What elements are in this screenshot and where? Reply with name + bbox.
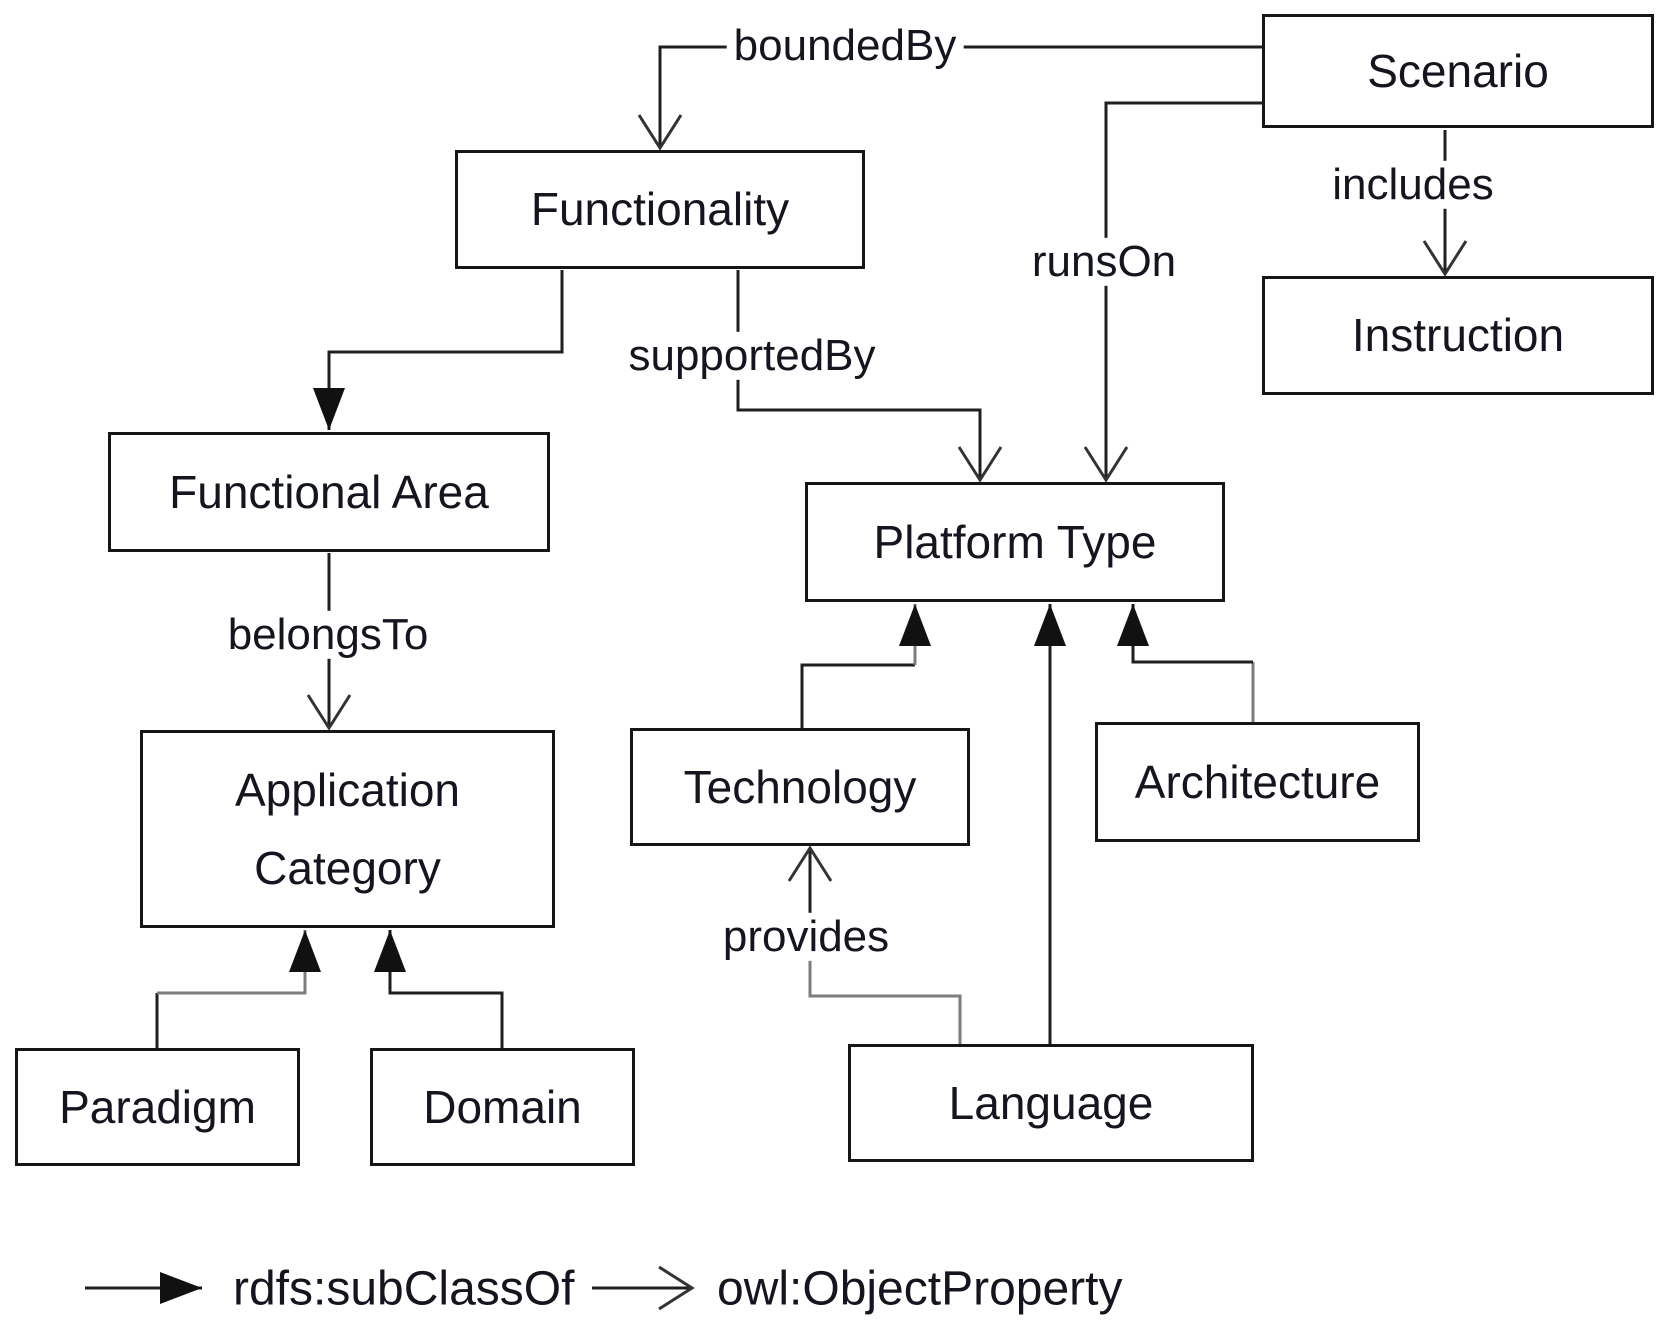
edge-functionality-functionalarea bbox=[313, 270, 564, 430]
node-instruction: Instruction bbox=[1262, 276, 1654, 395]
edge-label-provides: provides bbox=[715, 912, 897, 962]
edge-boundedby bbox=[637, 45, 1262, 151]
edge-runson bbox=[1083, 101, 1262, 483]
edge-paradigm-appcategory bbox=[157, 930, 321, 995]
node-domain: Domain bbox=[370, 1048, 635, 1166]
edge-provides-elbow bbox=[808, 958, 962, 1044]
node-architecture: Architecture bbox=[1095, 722, 1420, 842]
legend-label-objectproperty: owl:ObjectProperty bbox=[717, 1262, 1123, 1316]
node-language: Language bbox=[848, 1044, 1254, 1162]
node-paradigm: Paradigm bbox=[15, 1048, 300, 1166]
legend-label-subclassof: rdfs:subClassOf bbox=[233, 1262, 575, 1316]
edge-label-includes: includes bbox=[1325, 160, 1501, 210]
edge-label-supportedby: supportedBy bbox=[621, 331, 883, 381]
edge-label-boundedby: boundedBy bbox=[726, 21, 964, 71]
edge-architecture-platformtype bbox=[1117, 604, 1253, 664]
node-functional-area: Functional Area bbox=[108, 432, 550, 552]
node-platform-type: Platform Type bbox=[805, 482, 1225, 602]
edge-label-belongsto: belongsTo bbox=[220, 610, 436, 660]
edge-technology-elbow bbox=[800, 663, 915, 728]
edge-domain-appcategory bbox=[374, 930, 504, 1048]
node-functionality: Functionality bbox=[455, 150, 865, 269]
node-application-category: Application Category bbox=[140, 730, 555, 928]
edge-label-runson: runsOn bbox=[1024, 237, 1184, 287]
node-scenario: Scenario bbox=[1262, 14, 1654, 128]
node-technology: Technology bbox=[630, 728, 970, 846]
